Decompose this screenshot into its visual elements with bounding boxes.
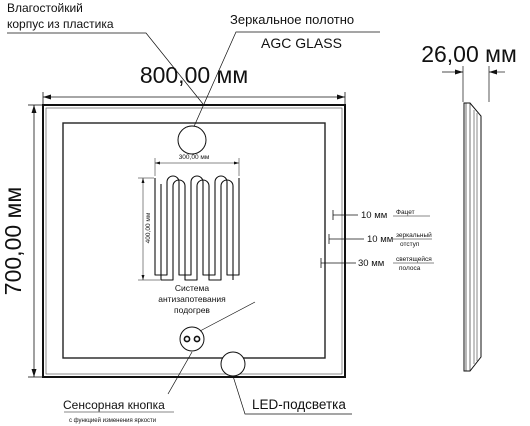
housing-label-line2: корпус из пластика [7, 17, 114, 31]
mirror-glass-label: AGC GLASS [261, 35, 342, 51]
touch-button-dot-left [183, 335, 191, 343]
touch-button-circle [179, 326, 205, 352]
led-strip [62, 122, 326, 359]
side-profile-outer [463, 102, 482, 372]
edge-offset-label-line2: отступ [400, 241, 420, 248]
edge-strip-value: 30 мм [358, 258, 384, 269]
edge-strip-label-line2: полоса [399, 265, 421, 272]
height-label: 700,00 мм [0, 187, 26, 295]
touch-button-leader-line [167, 351, 193, 395]
depth-dimension [442, 66, 505, 102]
heater-serpentine-inner [160, 179, 234, 281]
heater-width-label: 300,00 мм [179, 154, 210, 161]
mirror-side-view [463, 102, 482, 372]
mirror-bevel-line [45, 107, 343, 375]
width-label: 800,00 мм [140, 62, 248, 88]
antifog-leader-line [199, 301, 256, 332]
edge-offset-value: 10 мм [367, 234, 393, 245]
led-label: LED-подсветка [252, 397, 346, 412]
led-detail-circle [220, 351, 246, 377]
edge-facet-label: Фацет [396, 209, 415, 216]
touch-button-label: Сенсорная кнопка [63, 398, 165, 412]
edge-detail-led-strip: 30 мм светящейся полоса [358, 255, 434, 272]
touch-button-dot-right [193, 335, 201, 343]
antifog-label-line3: подогрев [174, 305, 210, 315]
edge-detail-mirror-offset: 10 мм зеркальный отступ [367, 231, 432, 248]
mirror-front-view [42, 104, 346, 378]
led-leader-line [232, 375, 352, 415]
mirror-leader-line [191, 31, 380, 132]
housing-label-line1: Влагостойкий [7, 1, 83, 15]
touch-button-sublabel: с функцией изменения яркости [69, 417, 156, 424]
height-dimension [28, 104, 42, 378]
heater-height-label: 400,00 мм [145, 212, 152, 243]
mirror-outer-frame [42, 104, 346, 378]
antifog-label-line1: Система [175, 283, 210, 293]
edge-facet-value: 10 мм [361, 210, 387, 221]
heater-serpentine [154, 175, 240, 276]
depth-label: 26,00 мм [421, 41, 517, 67]
edge-offset-label-line1: зеркальный [396, 231, 432, 239]
edge-strip-label-line1: светящейся [396, 255, 432, 263]
antifog-label-line2: антизапотевания [158, 294, 226, 304]
edge-detail-facet: 10 мм Фацет [361, 209, 430, 221]
antifog-heater [138, 158, 240, 281]
housing-leader-line [7, 32, 204, 105]
edge-detail-markers [320, 210, 364, 268]
mirror-top-circle [177, 125, 207, 155]
width-dimension [42, 92, 346, 104]
mirror-title-label: Зеркальное полотно [230, 12, 354, 27]
